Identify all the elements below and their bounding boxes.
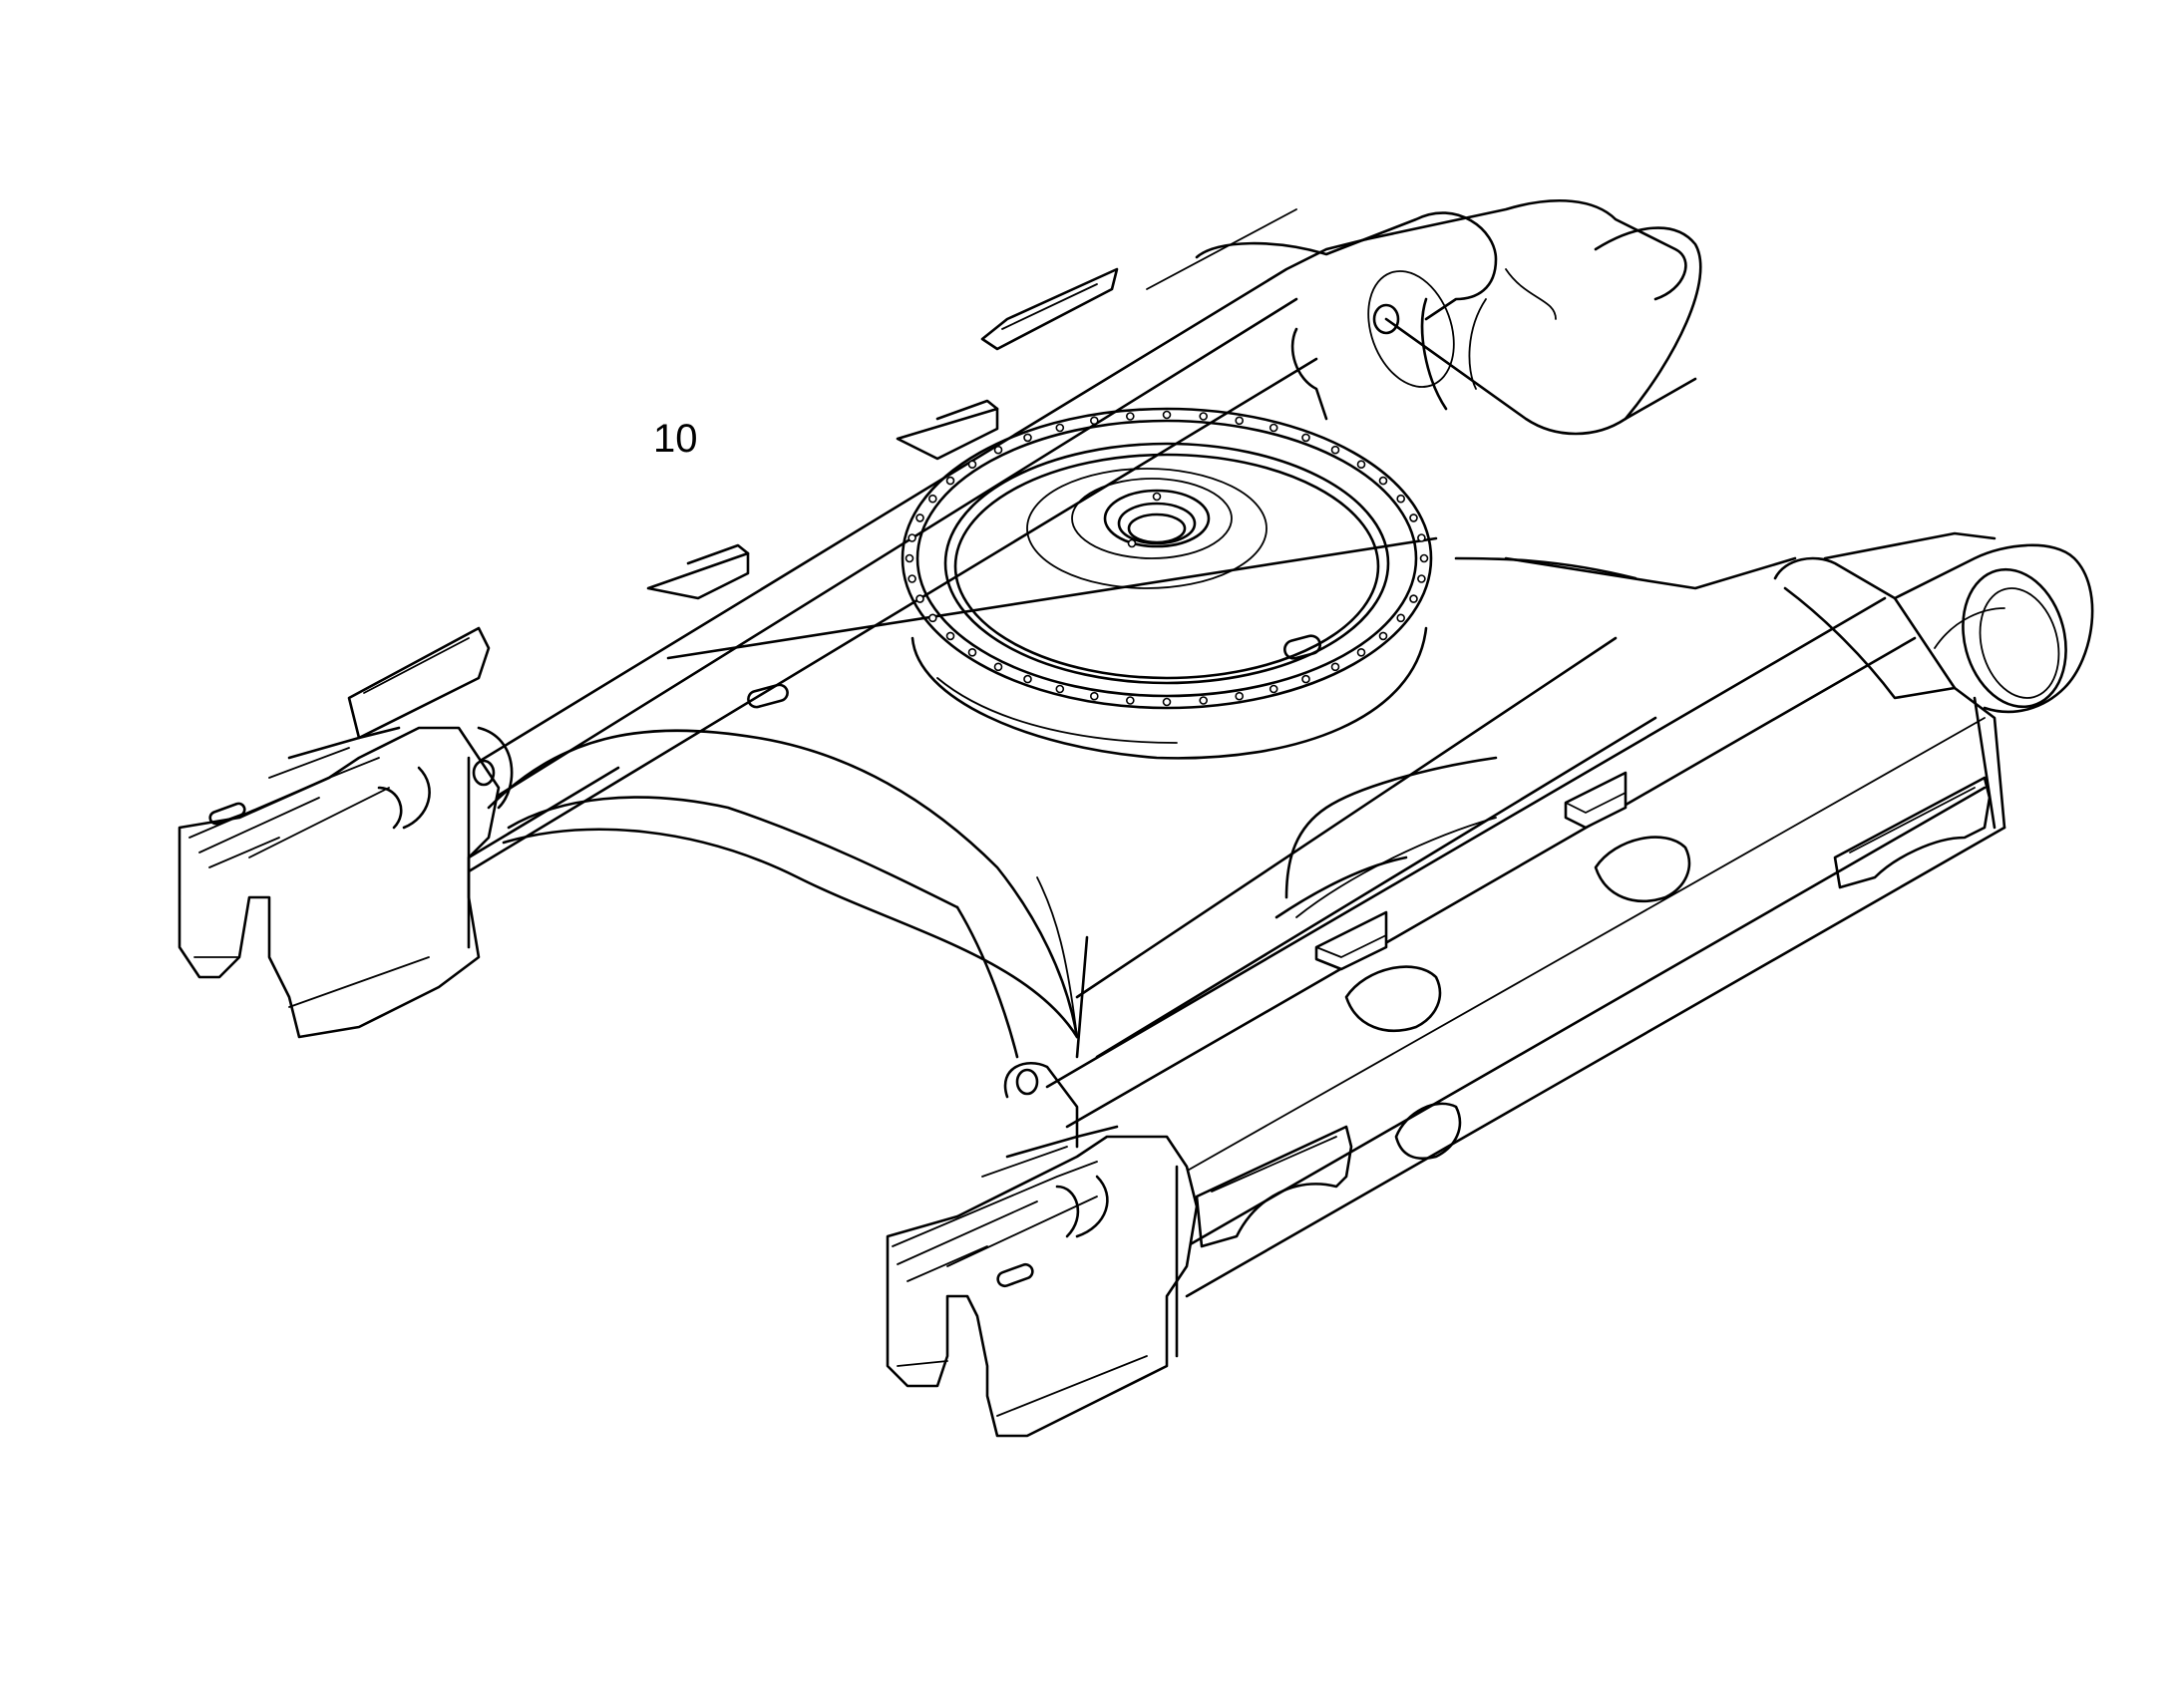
front-track-frame: [1045, 531, 2094, 1298]
bolt-hole: [1055, 684, 1065, 694]
bolt-hole: [915, 513, 924, 522]
bolt-hole: [1417, 574, 1426, 583]
bolt-hole: [1409, 513, 1418, 522]
bolt-hole: [927, 494, 937, 504]
rear-left-idler-fork: [178, 726, 514, 1039]
bolt-hole: [1055, 423, 1065, 433]
bolt-hole: [1162, 697, 1172, 707]
bolt-circle: [905, 410, 1429, 707]
bolt-hole: [908, 533, 916, 542]
bolt-hole: [1417, 533, 1426, 542]
bolt-hole: [1409, 594, 1418, 603]
bolt-hole: [1269, 684, 1278, 694]
bolt-hole: [905, 553, 914, 563]
bolt-hole: [1269, 423, 1278, 433]
bolt-hole: [927, 613, 937, 623]
front-left-idler-fork: [886, 1062, 1199, 1438]
bolt-hole: [915, 594, 924, 603]
bolt-hole: [1396, 613, 1405, 623]
bolt-hole: [1301, 433, 1310, 443]
bolt-hole: [1330, 662, 1340, 672]
bolt-hole: [993, 662, 1003, 672]
bolt-hole: [1378, 476, 1388, 486]
bolt-hole: [1396, 494, 1405, 504]
bolt-hole: [945, 631, 955, 641]
bolt-hole: [1235, 691, 1244, 701]
bolt-hole: [1235, 416, 1244, 426]
bolt-hole: [1162, 410, 1172, 420]
bolt-hole: [1023, 674, 1032, 684]
bolt-hole: [945, 476, 955, 486]
bolt-hole: [1126, 696, 1135, 705]
bolt-hole: [908, 574, 916, 583]
swing-bearing: [901, 407, 1433, 760]
bolt-hole: [1330, 445, 1340, 455]
rear-track-frame: [347, 199, 1702, 879]
bolt-hole: [967, 460, 977, 470]
bolt-hole: [1090, 416, 1099, 426]
bolt-hole: [1378, 631, 1388, 641]
bolt-hole: [1090, 691, 1099, 701]
bolt-hole: [1356, 647, 1366, 657]
bolt-hole: [1356, 460, 1366, 470]
bolt-hole: [1419, 553, 1429, 563]
bolt-hole: [993, 445, 1003, 455]
bolt-hole: [1199, 412, 1208, 421]
center-x-frame: [487, 536, 1797, 1059]
bolt-hole: [1199, 696, 1208, 705]
bolt-hole: [967, 647, 977, 657]
bolt-hole: [1023, 433, 1032, 443]
bolt-hole: [1301, 674, 1310, 684]
bolt-hole: [1126, 412, 1135, 421]
part-callout-label: 10: [653, 417, 698, 461]
